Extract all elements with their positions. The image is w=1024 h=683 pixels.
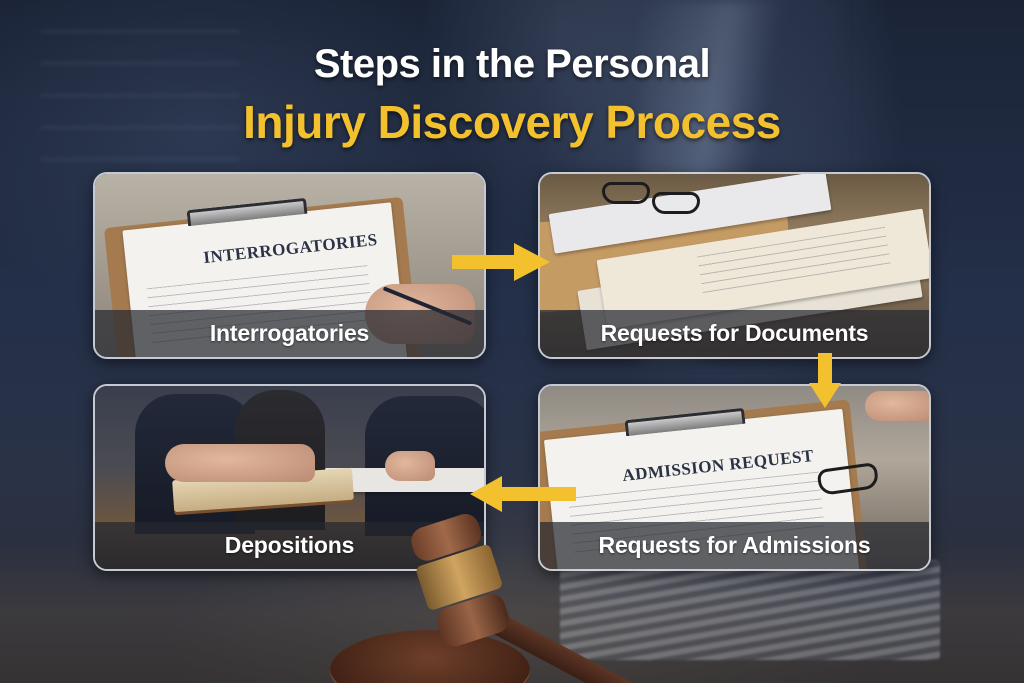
background-bookshelves xyxy=(40,30,240,170)
hand-on-book xyxy=(165,444,315,482)
step-label-strip: Requests for Documents xyxy=(540,310,929,357)
step-card-interrogatories: INTERROGATORIES Interrogatories xyxy=(93,172,486,359)
step-card-requests-for-admissions: ADMISSION REQUEST Requests for Admission… xyxy=(538,384,931,571)
hand-reading xyxy=(865,391,929,421)
glasses-icon xyxy=(602,182,650,204)
step-label: Requests for Admissions xyxy=(598,532,871,558)
step-label: Requests for Documents xyxy=(600,320,869,346)
title-line-1: Steps in the Personal xyxy=(313,42,711,86)
step-label-strip: Interrogatories xyxy=(95,310,484,357)
step-label: Depositions xyxy=(224,532,355,558)
hand-writing xyxy=(385,451,435,481)
step-card-depositions: Depositions xyxy=(93,384,486,571)
title-line-2: Injury Discovery Process xyxy=(243,96,781,148)
step-label-strip: Requests for Admissions xyxy=(540,522,929,569)
arrow-left-icon xyxy=(470,476,576,512)
background-paper-stack xyxy=(560,560,940,660)
step-label: Interrogatories xyxy=(209,320,370,346)
glasses-icon xyxy=(652,192,700,214)
arrow-right-icon xyxy=(452,243,550,281)
arrow-down-icon xyxy=(809,353,841,408)
step-card-requests-for-documents: Requests for Documents xyxy=(538,172,931,359)
